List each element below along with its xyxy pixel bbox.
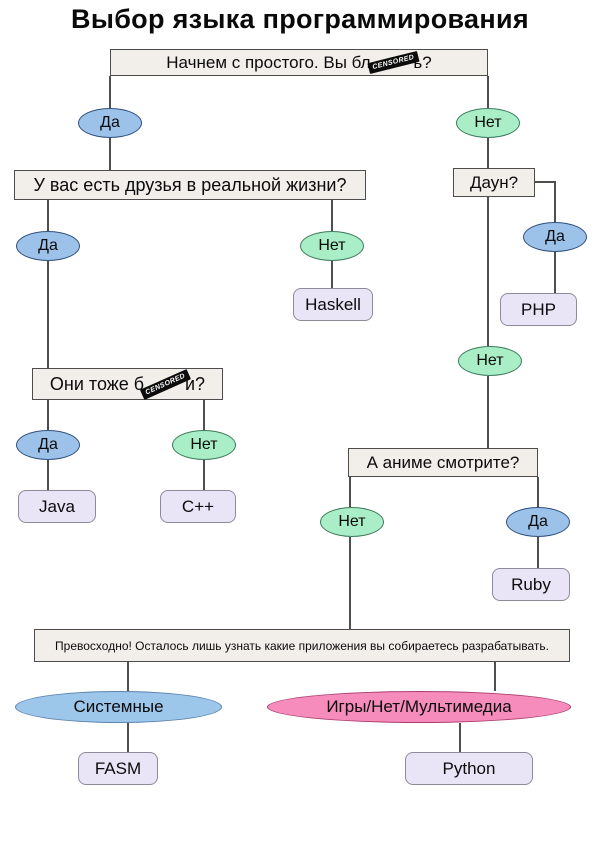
language-ruby: Ruby — [492, 568, 570, 601]
connector-line — [331, 261, 333, 288]
answer-yes-down: Да — [523, 222, 587, 252]
answer-label: Да — [38, 436, 58, 453]
answer-label: Да — [545, 228, 565, 245]
language-label: Python — [442, 758, 496, 778]
connector-line — [459, 723, 461, 752]
connector-line — [487, 76, 489, 108]
connector-line — [127, 723, 129, 752]
censored-stamp: CENSORED — [366, 51, 419, 74]
language-label: Ruby — [511, 574, 551, 594]
connector-line — [487, 138, 489, 168]
answer-yes-start: Да — [78, 108, 142, 138]
answer-label: Нет — [190, 436, 218, 453]
language-label: PHP — [521, 299, 556, 319]
language-php: PHP — [500, 293, 577, 326]
answer-no-anime: Нет — [320, 507, 384, 537]
answer-label: Нет — [318, 237, 346, 254]
category-games: Игры/Нет/Мультимедиа — [267, 691, 571, 723]
connector-line — [487, 197, 489, 346]
question-anime-text: А аниме смотрите? — [366, 452, 520, 472]
connector-line — [203, 460, 205, 490]
question-anime: А аниме смотрите? — [348, 448, 538, 477]
question-final: Превосходно! Осталось лишь узнать какие … — [34, 629, 570, 662]
connector-line — [537, 477, 539, 507]
connector-line — [47, 200, 49, 231]
connector-line — [109, 76, 111, 108]
connector-line — [487, 376, 489, 448]
answer-label: Нет — [474, 114, 502, 131]
category-label: Игры/Нет/Мультимедиа — [326, 697, 512, 716]
connector-line — [331, 200, 333, 231]
connector-line — [349, 477, 351, 507]
language-label: Java — [39, 496, 75, 516]
connector-line — [494, 662, 496, 691]
answer-no-friends: Нет — [300, 231, 364, 261]
question-friends-text: У вас есть друзья в реальной жизни? — [33, 174, 347, 195]
answer-label: Да — [38, 237, 58, 254]
language-haskell: Haskell — [293, 288, 373, 321]
connector-line — [109, 138, 111, 170]
connector-line — [47, 460, 49, 490]
censored-stamp: CENSORED — [140, 368, 192, 400]
connector-line — [203, 400, 205, 430]
answer-no-they: Нет — [172, 430, 236, 460]
connector-line — [554, 181, 556, 222]
language-java: Java — [18, 490, 96, 523]
answer-no-down: Нет — [458, 346, 522, 376]
question-down: Даун? — [453, 168, 535, 197]
connector-line — [47, 400, 49, 430]
question-down-text: Даун? — [469, 172, 519, 192]
answer-yes-anime: Да — [506, 507, 570, 537]
language-python: Python — [405, 752, 533, 785]
language-label: C++ — [181, 496, 215, 516]
connector-line — [554, 252, 556, 293]
question-they-text: Они тоже б — [49, 373, 145, 394]
language-label: FASM — [94, 758, 142, 778]
connector-line — [535, 181, 556, 183]
question-final-text: Превосходно! Осталось лишь узнать какие … — [55, 638, 549, 653]
answer-label: Нет — [476, 352, 504, 369]
connector-line — [47, 261, 49, 368]
question-friends: У вас есть друзья в реальной жизни? — [14, 170, 366, 200]
answer-yes-they: Да — [16, 430, 80, 460]
page-title: Выбор языка программирования — [71, 4, 529, 34]
language-label: Haskell — [305, 294, 361, 314]
question-start-text: Начнем с простого. Вы бл — [166, 52, 371, 72]
answer-label: Нет — [338, 513, 366, 530]
answer-no-start: Нет — [456, 108, 520, 138]
language-fasm: FASM — [78, 752, 158, 785]
answer-label: Да — [100, 114, 120, 131]
language-cpp: C++ — [160, 490, 236, 523]
category-label: Системные — [73, 697, 164, 716]
connector-line — [127, 662, 129, 691]
connector-line — [537, 537, 539, 568]
category-system: Системные — [15, 691, 222, 723]
answer-yes-friends: Да — [16, 231, 80, 261]
answer-label: Да — [528, 513, 548, 530]
connector-line — [349, 537, 351, 629]
